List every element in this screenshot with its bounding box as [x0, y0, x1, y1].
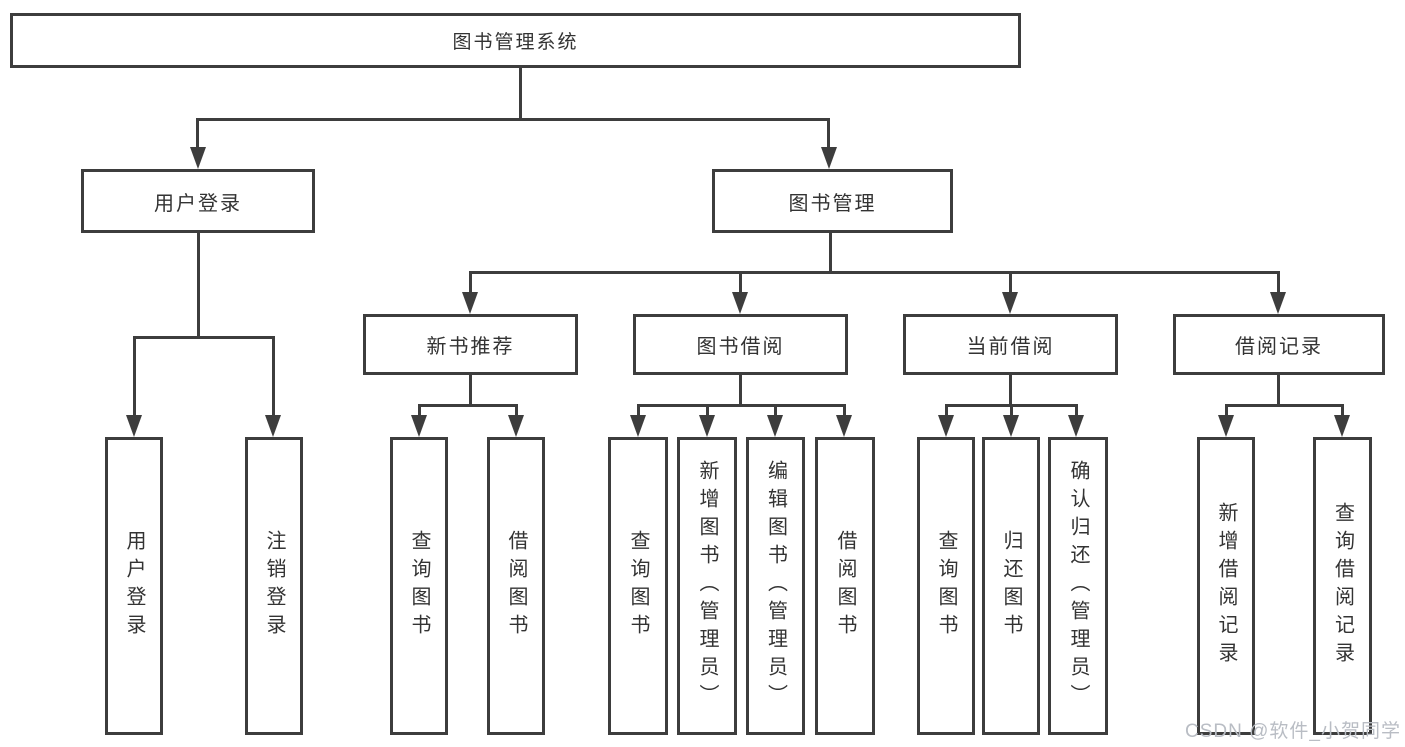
arrow-down-icon	[699, 415, 715, 437]
connector-line	[133, 336, 275, 339]
arrow-down-icon	[1270, 292, 1286, 314]
connector-line	[739, 375, 742, 407]
leaf-confirm-return-admin-label: 确认归还（管理员）	[1067, 460, 1089, 712]
connector-line	[1075, 404, 1078, 417]
leaf-query-books-recommend-label: 查询图书	[408, 530, 430, 642]
leaf-add-borrow-record-label: 新增借阅记录	[1215, 502, 1237, 670]
connector-line	[1009, 375, 1012, 407]
arrow-down-icon	[630, 415, 646, 437]
connector-line	[827, 118, 830, 148]
leaf-query-books-recommend: 查询图书	[390, 437, 448, 735]
connector-line	[1277, 375, 1280, 407]
node-book-management-label: 图书管理	[788, 192, 877, 215]
node-current-borrow-label: 当前借阅	[966, 336, 1055, 358]
leaf-borrow-books-recommend: 借阅图书	[487, 437, 545, 735]
node-book-management: 图书管理	[712, 169, 953, 233]
leaf-borrow-books: 借阅图书	[815, 437, 875, 735]
connector-line	[469, 271, 472, 295]
arrow-down-icon	[508, 415, 524, 437]
connector-line	[418, 404, 421, 417]
node-book-borrow: 图书借阅	[633, 314, 848, 375]
node-new-book-recommend-label: 新书推荐	[426, 336, 515, 358]
leaf-query-books-current-label: 查询图书	[935, 530, 957, 642]
arrow-down-icon	[1002, 292, 1018, 314]
arrow-down-icon	[821, 147, 837, 169]
arrow-down-icon	[265, 415, 281, 437]
leaf-query-books-borrow: 查询图书	[608, 437, 668, 735]
connector-line	[1341, 404, 1344, 417]
arrow-down-icon	[1068, 415, 1084, 437]
connector-line	[843, 404, 846, 417]
connector-line	[774, 404, 777, 417]
leaf-logout-label: 注销登录	[263, 530, 285, 642]
connector-line	[469, 375, 472, 407]
leaf-add-book-admin-label: 新增图书（管理员）	[696, 460, 718, 712]
leaf-borrow-books-label: 借阅图书	[834, 530, 856, 642]
connector-line	[1009, 271, 1012, 295]
connector-line	[196, 118, 830, 121]
connector-line	[418, 404, 518, 407]
connector-line	[515, 404, 518, 417]
leaf-query-borrow-record-label: 查询借阅记录	[1331, 502, 1354, 670]
connector-line	[829, 233, 832, 274]
node-borrow-records: 借阅记录	[1173, 314, 1385, 375]
leaf-confirm-return-admin: 确认归还（管理员）	[1048, 437, 1108, 735]
node-root: 图书管理系统	[10, 13, 1021, 68]
connector-line	[196, 118, 199, 148]
arrow-down-icon	[938, 415, 954, 437]
connector-line	[197, 233, 200, 339]
connector-line	[945, 404, 948, 417]
arrow-down-icon	[1218, 415, 1234, 437]
leaf-query-borrow-record: 查询借阅记录	[1313, 437, 1372, 735]
connector-line	[519, 68, 522, 121]
node-user-login-label: 用户登录	[154, 192, 242, 215]
arrow-down-icon	[836, 415, 852, 437]
node-new-book-recommend: 新书推荐	[363, 314, 578, 375]
csdn-watermark: CSDN @软件_小贺同学	[1185, 721, 1401, 742]
leaf-return-books-label: 归还图书	[1000, 530, 1022, 642]
connector-line	[469, 271, 1280, 274]
leaf-return-books: 归还图书	[982, 437, 1040, 735]
connector-line	[1225, 404, 1228, 417]
connector-line	[637, 404, 846, 407]
arrow-down-icon	[1003, 415, 1019, 437]
leaf-user-login: 用户登录	[105, 437, 163, 735]
arrow-down-icon	[462, 292, 478, 314]
arrow-down-icon	[411, 415, 427, 437]
connector-line	[637, 404, 640, 417]
leaf-edit-book-admin: 编辑图书（管理员）	[746, 437, 805, 735]
leaf-borrow-books-recommend-label: 借阅图书	[505, 530, 527, 642]
connector-line	[739, 271, 742, 295]
node-current-borrow: 当前借阅	[903, 314, 1118, 375]
node-book-borrow-label: 图书借阅	[696, 336, 785, 358]
leaf-logout: 注销登录	[245, 437, 303, 735]
arrow-down-icon	[1334, 415, 1350, 437]
arrow-down-icon	[190, 147, 206, 169]
leaf-query-books-current: 查询图书	[917, 437, 975, 735]
leaf-add-book-admin: 新增图书（管理员）	[677, 437, 737, 735]
connector-line	[1225, 404, 1343, 407]
connector-line	[1277, 271, 1280, 295]
connector-line	[133, 336, 136, 416]
arrow-down-icon	[732, 292, 748, 314]
leaf-edit-book-admin-label: 编辑图书（管理员）	[764, 460, 787, 712]
connector-line	[272, 336, 275, 416]
leaf-query-books-borrow-label: 查询图书	[627, 530, 649, 642]
node-root-label: 图书管理系统	[452, 32, 579, 53]
leaf-user-login-label: 用户登录	[123, 530, 145, 642]
arrow-down-icon	[767, 415, 783, 437]
arrow-down-icon	[126, 415, 142, 437]
node-borrow-records-label: 借阅记录	[1235, 336, 1323, 358]
connector-line	[706, 404, 709, 417]
leaf-add-borrow-record: 新增借阅记录	[1197, 437, 1255, 735]
connector-line	[1010, 404, 1013, 417]
node-user-login: 用户登录	[81, 169, 315, 233]
